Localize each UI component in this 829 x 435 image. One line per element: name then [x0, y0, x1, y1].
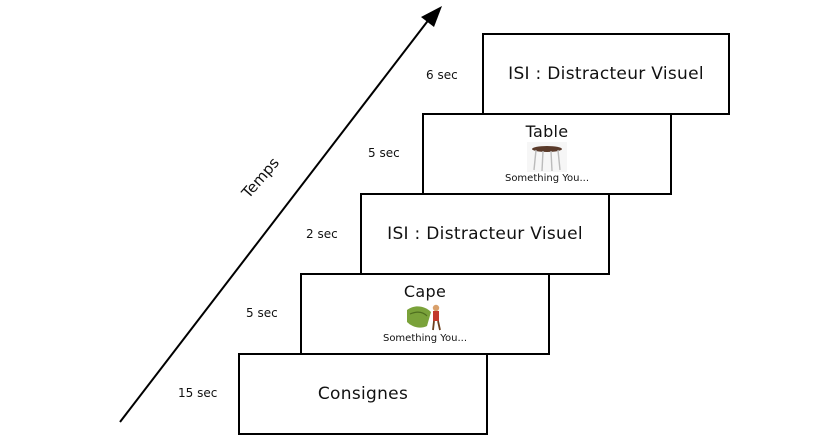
step-title: ISI : Distracteur Visuel [387, 224, 583, 244]
step-title: Table [525, 122, 569, 141]
step-box-table: Table Something You... [422, 113, 672, 195]
duration-label-step-5: 6 sec [426, 68, 458, 82]
duration-label-step-3: 2 sec [306, 227, 338, 241]
duration-label-step-1: 15 sec [178, 386, 218, 400]
duration-label-step-4: 5 sec [368, 146, 400, 160]
duration-label-step-2: 5 sec [246, 306, 278, 320]
step-caption: Something You... [504, 173, 590, 184]
step-title: ISI : Distracteur Visuel [508, 64, 704, 84]
step-box-isi-distractor-2: ISI : Distracteur Visuel [482, 33, 730, 115]
step-box-consignes: Consignes [238, 353, 488, 435]
step-box-cape: Cape Something You... [300, 273, 550, 355]
step-caption: Something You... [382, 333, 468, 344]
table-picture-icon [527, 142, 567, 172]
step-box-isi-distractor-1: ISI : Distracteur Visuel [360, 193, 610, 275]
step-title: Cape [403, 282, 447, 301]
cape-picture-icon [407, 304, 441, 331]
step-title: Consignes [317, 384, 409, 404]
